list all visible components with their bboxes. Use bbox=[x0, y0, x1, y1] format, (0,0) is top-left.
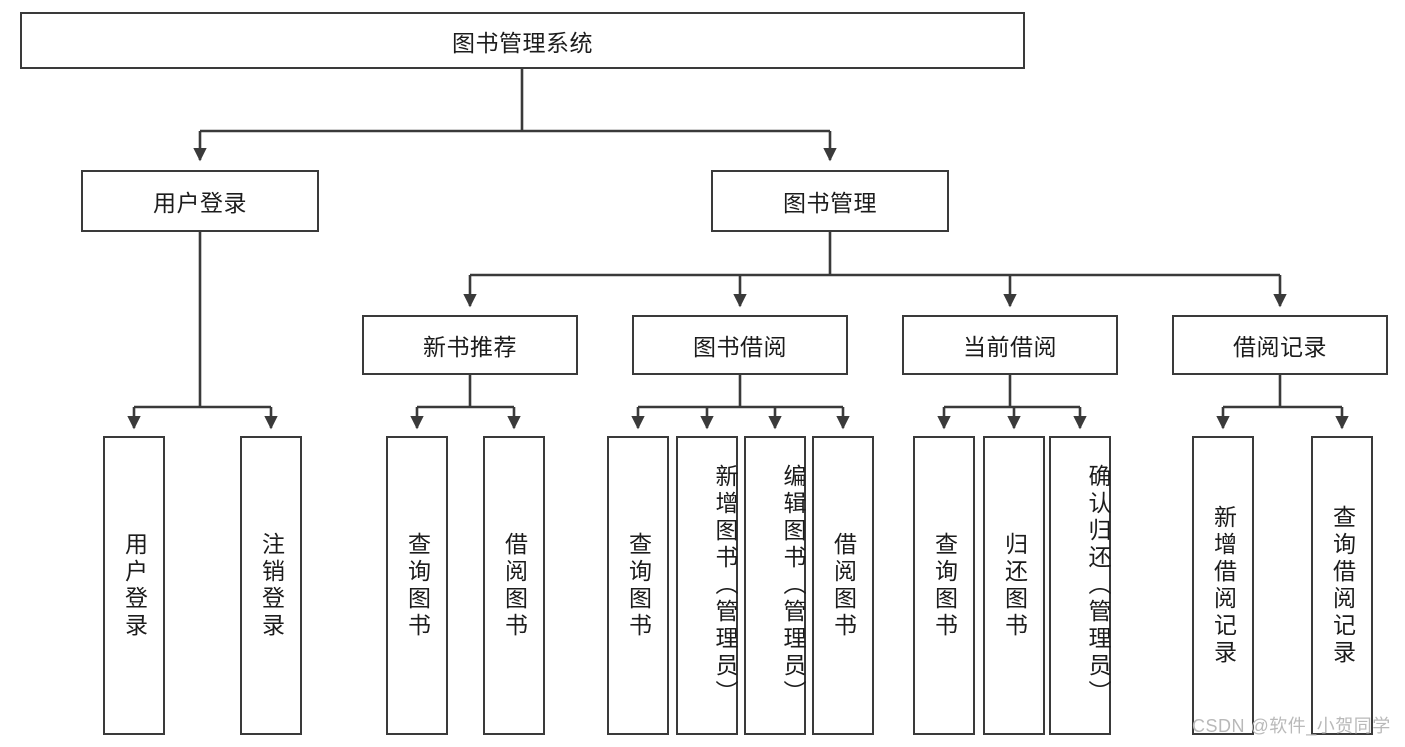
node-label: 借阅图书 bbox=[501, 531, 528, 640]
node-label: 查询图书 bbox=[625, 531, 652, 640]
node-leaf-confirm-return-admin[interactable]: 确认归还（管理员） bbox=[1049, 436, 1111, 735]
node-label: 查询借阅记录 bbox=[1329, 504, 1356, 667]
node-label: 新增借阅记录 bbox=[1210, 504, 1237, 667]
node-label: 用户登录 bbox=[121, 531, 148, 640]
node-label: 用户登录 bbox=[153, 190, 247, 216]
node-leaf-user-logout[interactable]: 注销登录 bbox=[240, 436, 302, 735]
node-new-book-recommend[interactable]: 新书推荐 bbox=[362, 315, 578, 375]
node-label: 新书推荐 bbox=[423, 334, 517, 360]
node-current-borrow[interactable]: 当前借阅 bbox=[902, 315, 1118, 375]
node-label: 借阅图书 bbox=[830, 531, 857, 640]
node-leaf-edit-book-admin[interactable]: 编辑图书（管理员） bbox=[744, 436, 806, 735]
node-leaf-add-borrow-record[interactable]: 新增借阅记录 bbox=[1192, 436, 1254, 735]
node-book-manage[interactable]: 图书管理 bbox=[711, 170, 949, 232]
node-label: 图书管理 bbox=[783, 190, 877, 216]
node-user-login[interactable]: 用户登录 bbox=[81, 170, 319, 232]
node-leaf-borrow-book-recommend[interactable]: 借阅图书 bbox=[483, 436, 545, 735]
node-label: 当前借阅 bbox=[963, 334, 1057, 360]
node-borrow-record[interactable]: 借阅记录 bbox=[1172, 315, 1388, 375]
node-leaf-borrow-book-borrow[interactable]: 借阅图书 bbox=[812, 436, 874, 735]
node-leaf-query-book-current[interactable]: 查询图书 bbox=[913, 436, 975, 735]
node-label: 归还图书 bbox=[1001, 531, 1028, 640]
node-label: 新增图书（管理员） bbox=[712, 464, 738, 707]
node-leaf-return-book[interactable]: 归还图书 bbox=[983, 436, 1045, 735]
node-label: 图书管理系统 bbox=[452, 29, 593, 56]
node-leaf-add-book-admin[interactable]: 新增图书（管理员） bbox=[676, 436, 738, 735]
node-root[interactable]: 图书管理系统 bbox=[20, 12, 1025, 69]
node-label: 借阅记录 bbox=[1233, 334, 1327, 360]
node-leaf-user-login[interactable]: 用户登录 bbox=[103, 436, 165, 735]
node-label: 确认归还（管理员） bbox=[1085, 464, 1111, 707]
node-label: 查询图书 bbox=[404, 531, 431, 640]
node-label: 查询图书 bbox=[931, 531, 958, 640]
node-book-borrow[interactable]: 图书借阅 bbox=[632, 315, 848, 375]
csdn-watermark: CSDN @软件_小贺同学 bbox=[1192, 716, 1391, 736]
node-label: 图书借阅 bbox=[693, 334, 787, 360]
node-leaf-query-book-recommend[interactable]: 查询图书 bbox=[386, 436, 448, 735]
node-label: 编辑图书（管理员） bbox=[780, 464, 806, 707]
node-leaf-query-book-borrow[interactable]: 查询图书 bbox=[607, 436, 669, 735]
node-label: 注销登录 bbox=[258, 531, 285, 640]
node-leaf-query-borrow-record[interactable]: 查询借阅记录 bbox=[1311, 436, 1373, 735]
